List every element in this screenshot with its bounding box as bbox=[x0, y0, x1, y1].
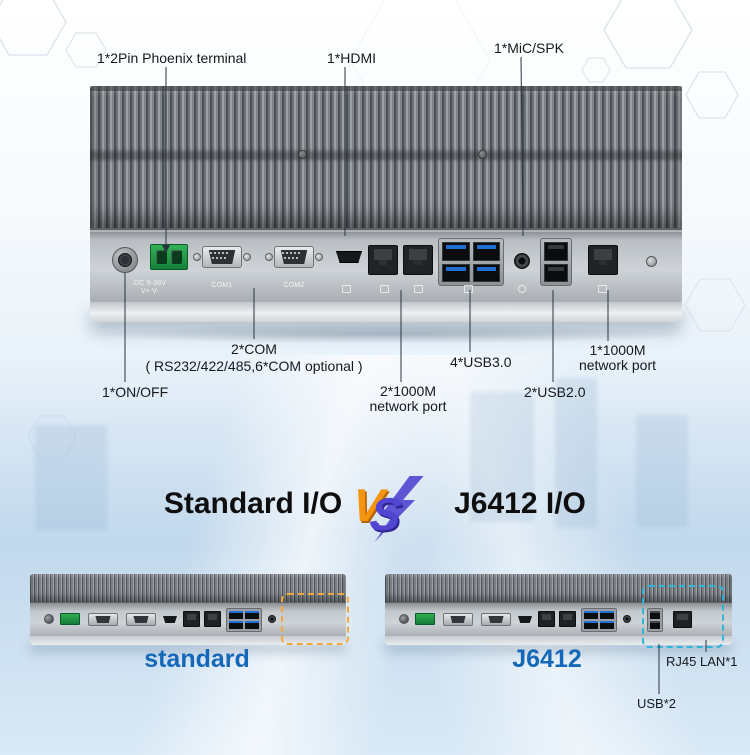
vs-emblem: V S bbox=[348, 476, 433, 544]
screw bbox=[315, 253, 323, 261]
power-button bbox=[112, 247, 138, 273]
audio-jack bbox=[514, 253, 530, 269]
callout-dual-lan-line2: network port bbox=[369, 398, 447, 414]
background-building bbox=[35, 425, 107, 530]
lan-icon bbox=[414, 285, 423, 293]
com-port bbox=[88, 613, 118, 626]
callout-rj45-lan: RJ45 LAN*1 bbox=[666, 654, 738, 669]
audio-jack bbox=[623, 615, 631, 623]
hdmi-port bbox=[518, 616, 532, 623]
com-port bbox=[443, 613, 473, 626]
com1-port bbox=[193, 246, 251, 268]
screw bbox=[193, 253, 201, 261]
screw bbox=[298, 150, 307, 159]
callout-single-lan-line2: network port bbox=[578, 357, 657, 373]
usb-icon bbox=[464, 285, 473, 293]
lan-port-2 bbox=[403, 245, 433, 275]
callout-mic-spk: 1*MiC/SPK bbox=[494, 40, 565, 56]
callout-dual-lan-line1: 2*1000M bbox=[379, 383, 437, 399]
antenna-hole bbox=[646, 256, 657, 267]
dc-polarity-label: V+ V- bbox=[140, 288, 160, 295]
lan-icon bbox=[380, 285, 389, 293]
usb2-ports bbox=[540, 238, 572, 286]
com-port bbox=[481, 613, 511, 626]
audio-jack bbox=[268, 615, 276, 623]
front-panel: DC 9-36V V+ V- COM1 COM2 bbox=[90, 228, 682, 302]
lan-port bbox=[183, 611, 200, 627]
callout-usb-x2: USB*2 bbox=[637, 696, 677, 711]
usb3-ports bbox=[581, 608, 617, 632]
phoenix-terminal bbox=[150, 244, 188, 270]
callout-single-lan: 1*1000M network port bbox=[565, 343, 670, 373]
dc-voltage-label: DC 9-36V bbox=[133, 280, 167, 287]
power-button bbox=[44, 614, 54, 624]
model-label-standard: standard bbox=[144, 645, 250, 673]
hdmi-port bbox=[163, 616, 177, 623]
device-base bbox=[90, 302, 682, 322]
callout-single-lan-line1: 1*1000M bbox=[589, 342, 646, 358]
j6412-extra-ports-highlight bbox=[642, 585, 724, 648]
lan-port bbox=[559, 611, 576, 627]
heading-standard-io: Standard I/O bbox=[163, 487, 343, 520]
callout-usb3: 4*USB3.0 bbox=[450, 354, 512, 370]
com2-port bbox=[265, 246, 323, 268]
hdmi-port bbox=[336, 251, 362, 263]
model-label-j6412: J6412 bbox=[512, 645, 582, 673]
lan-port-1 bbox=[368, 245, 398, 275]
callout-dual-lan: 2*1000M network port bbox=[358, 384, 458, 414]
phoenix-terminal bbox=[60, 613, 80, 625]
callout-usb2: 2*USB2.0 bbox=[524, 384, 586, 400]
screw bbox=[478, 150, 487, 159]
callout-phoenix-terminal: 1*2Pin Phoenix terminal bbox=[97, 50, 247, 66]
usb3-ports bbox=[438, 238, 504, 286]
com-port bbox=[126, 613, 156, 626]
com2-label: COM2 bbox=[283, 282, 305, 289]
heading-j6412-io: J6412 I/O bbox=[454, 487, 586, 520]
standard-empty-area-highlight bbox=[281, 593, 349, 645]
callout-hdmi: 1*HDMI bbox=[327, 50, 377, 66]
mic-icon bbox=[518, 285, 526, 293]
lan-port-3 bbox=[588, 245, 618, 275]
industrial-pc-front-view: DC 9-36V V+ V- COM1 COM2 bbox=[90, 86, 682, 322]
heatsink-fins bbox=[90, 86, 682, 228]
power-button bbox=[399, 614, 409, 624]
phoenix-terminal bbox=[415, 613, 435, 625]
lan-port bbox=[538, 611, 555, 627]
callout-on-off: 1*ON/OFF bbox=[102, 384, 169, 400]
background-light-streaks bbox=[0, 355, 750, 755]
callout-com: 2*COM bbox=[231, 341, 277, 357]
screw bbox=[265, 253, 273, 261]
screw bbox=[243, 253, 251, 261]
lan-port bbox=[204, 611, 221, 627]
vs-letter-s: S bbox=[367, 488, 404, 540]
callout-com-detail: ( RS232/422/485,6*COM optional ) bbox=[145, 358, 363, 374]
com1-label: COM1 bbox=[211, 282, 233, 289]
lan-icon bbox=[598, 285, 607, 293]
background-building bbox=[636, 415, 688, 527]
usb3-ports bbox=[226, 608, 262, 632]
device-shadow bbox=[78, 324, 694, 344]
hdmi-icon bbox=[342, 285, 351, 293]
